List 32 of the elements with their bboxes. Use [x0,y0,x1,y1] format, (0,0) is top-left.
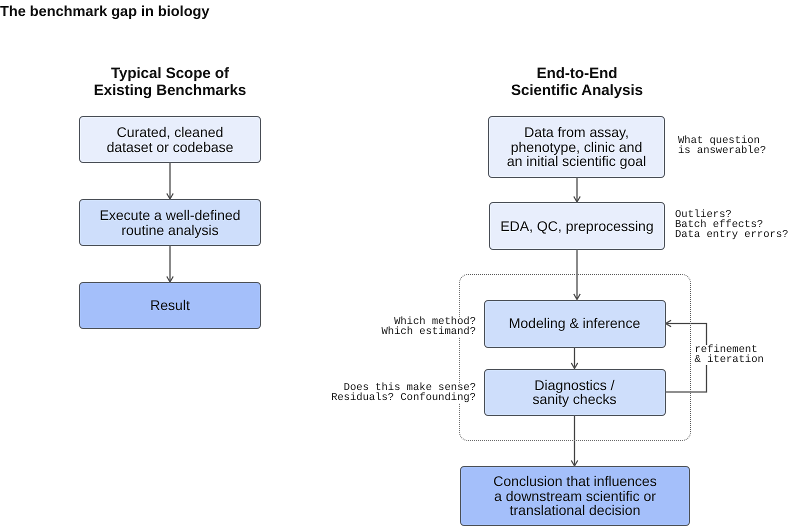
step-label: Conclusion that influences a downstream scientific or translational decision [492,474,658,518]
step-label: Execute a well-defined routine analysis [98,208,242,237]
annotation-note: Outliers? [675,210,732,220]
arrow [573,250,581,300]
step-label: EDA, QC, preprocessing [499,218,655,234]
step-label: Data from assay, phenotype, clinic and an initial scientific goal [506,125,648,169]
process-box [484,300,666,348]
step-label: Diagnostics / sanity checks [531,378,618,406]
arrow [573,178,581,203]
process-box [79,282,261,329]
step-label: Result [149,298,191,313]
process-box [460,466,690,526]
process-box [79,116,261,163]
column-heading: End-to-End Scientific Analysis [510,66,644,99]
process-box [79,199,261,246]
process-box [484,368,666,416]
annotation-note: Does this make sense? [344,383,476,394]
step-label: Modeling & inference [508,316,642,331]
arrow [166,246,174,283]
arrow [570,416,578,467]
annotation-note: Residuals? Confounding? [331,393,476,404]
annotation-note: Batch effects? [675,220,764,230]
annotation-note: Data entry errors? [675,230,788,241]
column-heading: Typical Scope of Existing Benchmarks [92,66,248,99]
diagram-title: The benchmark gap in biology [0,3,210,21]
process-box [488,116,665,178]
step-label: Curated, cleaned dataset or codebase [106,125,234,154]
annotation-note: Which method? [394,317,476,328]
arrow [570,348,578,370]
arrow [166,163,174,200]
annotation-note: Which estimand? [381,327,476,338]
process-box [489,202,665,250]
